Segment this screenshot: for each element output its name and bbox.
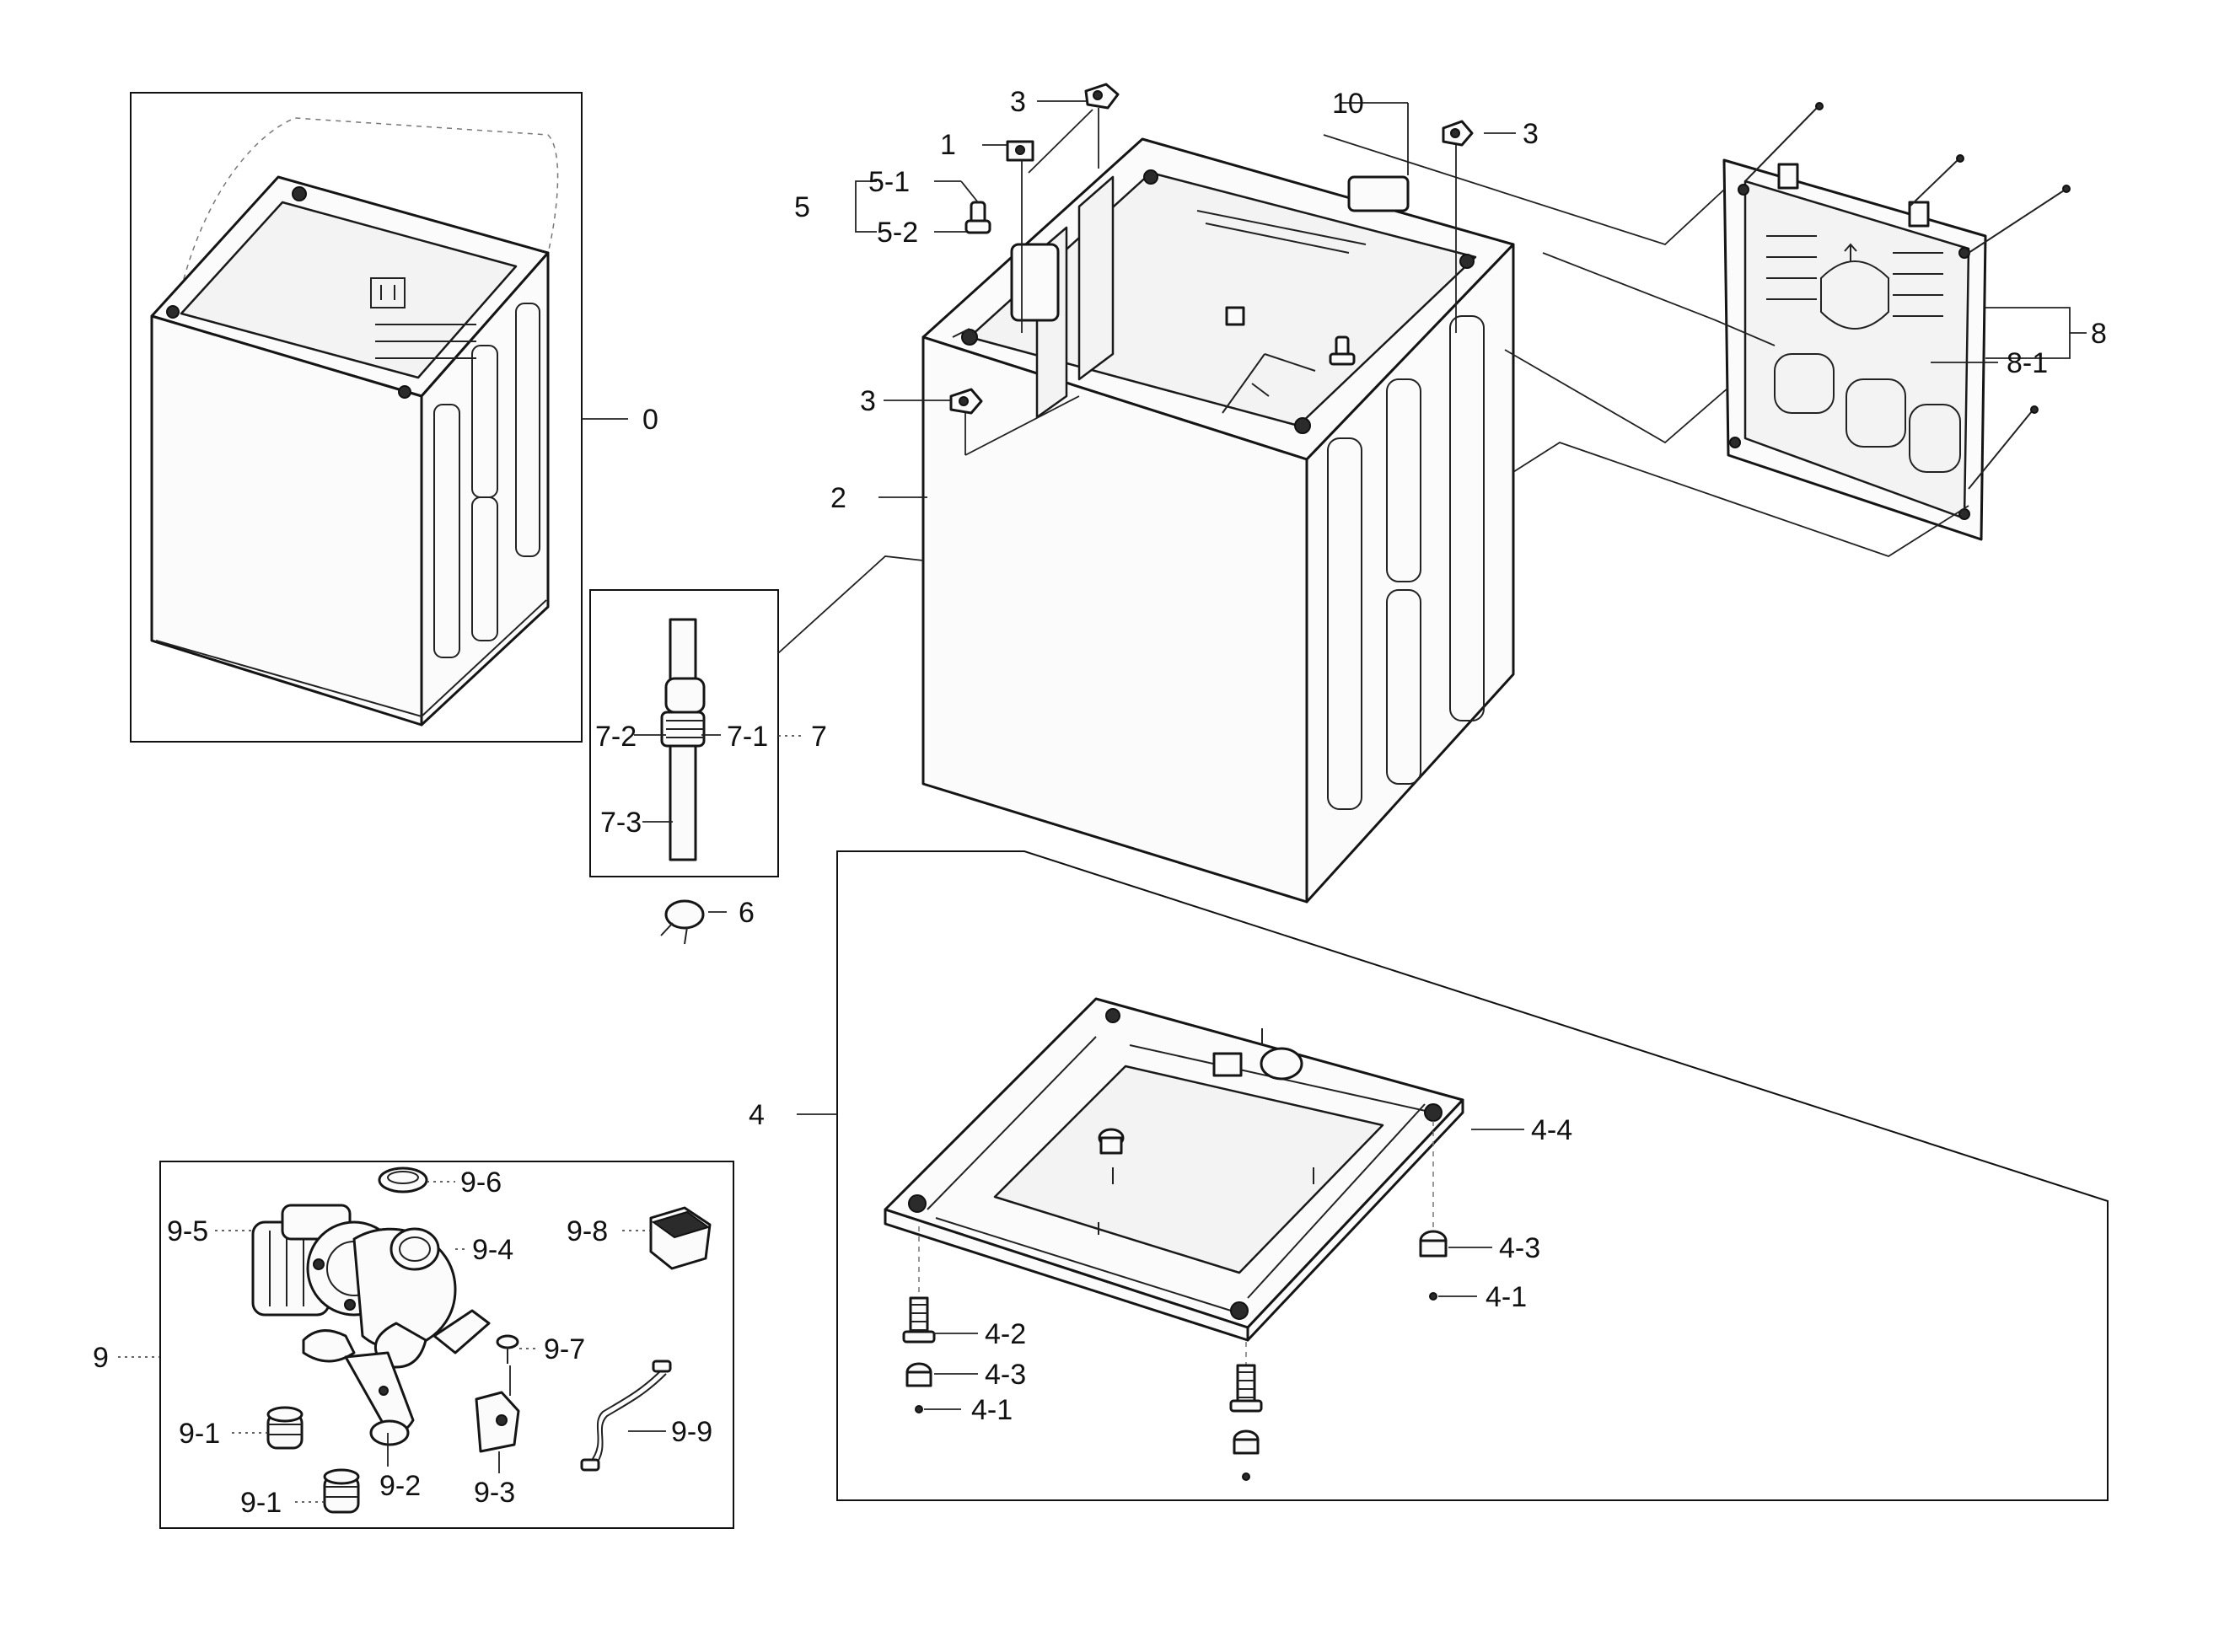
base-frame: [884, 997, 1464, 1342]
cabinet-frame: [921, 137, 1515, 904]
callout-7-2: 7-2: [595, 721, 637, 753]
callout-9-7: 9-7: [544, 1333, 585, 1365]
callout-7: 7: [811, 721, 827, 753]
screw-9-7: [496, 1334, 540, 1364]
callout-9: 9: [93, 1342, 109, 1374]
callout-3-left: 3: [860, 385, 876, 417]
callout-7-1: 7-1: [727, 721, 768, 753]
leveler-inside: [1225, 306, 1356, 366]
rubber-foot-right: [1419, 1121, 1492, 1301]
rubber-foot-center: [1098, 1128, 1125, 1155]
hose-box-7: [589, 555, 924, 877]
bracket-9-8: [622, 1206, 712, 1270]
callout-9-1-lower: 9-1: [240, 1487, 282, 1519]
callout-3-right: 3: [1523, 118, 1539, 150]
bracket-3-left: [949, 388, 983, 415]
rear-cover-8: [1722, 158, 1987, 541]
hose-clip-6: [660, 899, 727, 945]
callout-4: 4: [749, 1099, 765, 1131]
callout-1: 1: [940, 129, 956, 161]
callout-9-3: 9-3: [474, 1477, 515, 1509]
sensor-9-3: [475, 1365, 520, 1473]
callout-5-2: 5-2: [877, 217, 918, 249]
callout-6: 6: [739, 897, 755, 929]
pump-filter-9-1a: [232, 1406, 304, 1450]
leveler-5: [964, 201, 991, 234]
callout-4-2: 4-2: [985, 1318, 1026, 1350]
callout-9-9: 9-9: [671, 1416, 712, 1448]
pump-gasket-9-6: [378, 1167, 455, 1193]
wire-harness-9-9: [580, 1360, 672, 1472]
leveling-foot-left: [902, 1226, 978, 1413]
callout-10: 10: [1332, 88, 1364, 120]
assembly-0-box: [130, 92, 628, 743]
callout-8-1: 8-1: [2007, 347, 2048, 379]
callout-5-1: 5-1: [868, 166, 910, 198]
callout-9-5: 9-5: [167, 1215, 208, 1247]
cabinet-assembly: [150, 117, 559, 727]
base-box-4: [797, 850, 2109, 1501]
callout-4-3-right: 4-3: [1499, 1232, 1540, 1264]
callout-9-4: 9-4: [472, 1234, 513, 1266]
bracket-3-top: [1084, 83, 1120, 110]
callout-9-2: 9-2: [379, 1470, 421, 1502]
callout-2: 2: [830, 482, 846, 514]
callout-4-1-left: 4-1: [971, 1394, 1013, 1426]
pump-leaders: [215, 1230, 468, 1467]
pump-filter-9-1b: [295, 1468, 360, 1514]
callout-3-top: 3: [1010, 86, 1026, 118]
pump-housing: [302, 1227, 491, 1446]
bracket-1: [1006, 140, 1034, 162]
pump-box-9: [118, 1161, 734, 1529]
hose-leaders: [634, 734, 721, 823]
callout-4-3-left: 4-3: [985, 1359, 1026, 1391]
callout-labels: 0 1 2 3 3 3 4 4-1 4-1 4-2 4-3 4-3 4-4 5 …: [93, 86, 2107, 1519]
bracket-3-right: [1442, 120, 1474, 147]
base-screws: [1098, 1028, 1314, 1235]
callout-9-1-upper: 9-1: [179, 1418, 220, 1450]
callout-4-1-right: 4-1: [1486, 1281, 1527, 1313]
callout-7-3: 7-3: [600, 807, 642, 839]
callout-9-8: 9-8: [567, 1215, 608, 1247]
callout-5: 5: [794, 191, 810, 223]
callout-0: 0: [642, 404, 658, 436]
callout-9-6: 9-6: [460, 1167, 502, 1199]
callout-4-4: 4-4: [1531, 1114, 1572, 1146]
drain-hose-7: [660, 618, 706, 861]
rear-cover-screws: [1323, 102, 2087, 557]
callout-8: 8: [2091, 318, 2107, 350]
leveling-foot-center: [1229, 1342, 1263, 1481]
cabinet-leaders: [855, 100, 1516, 498]
